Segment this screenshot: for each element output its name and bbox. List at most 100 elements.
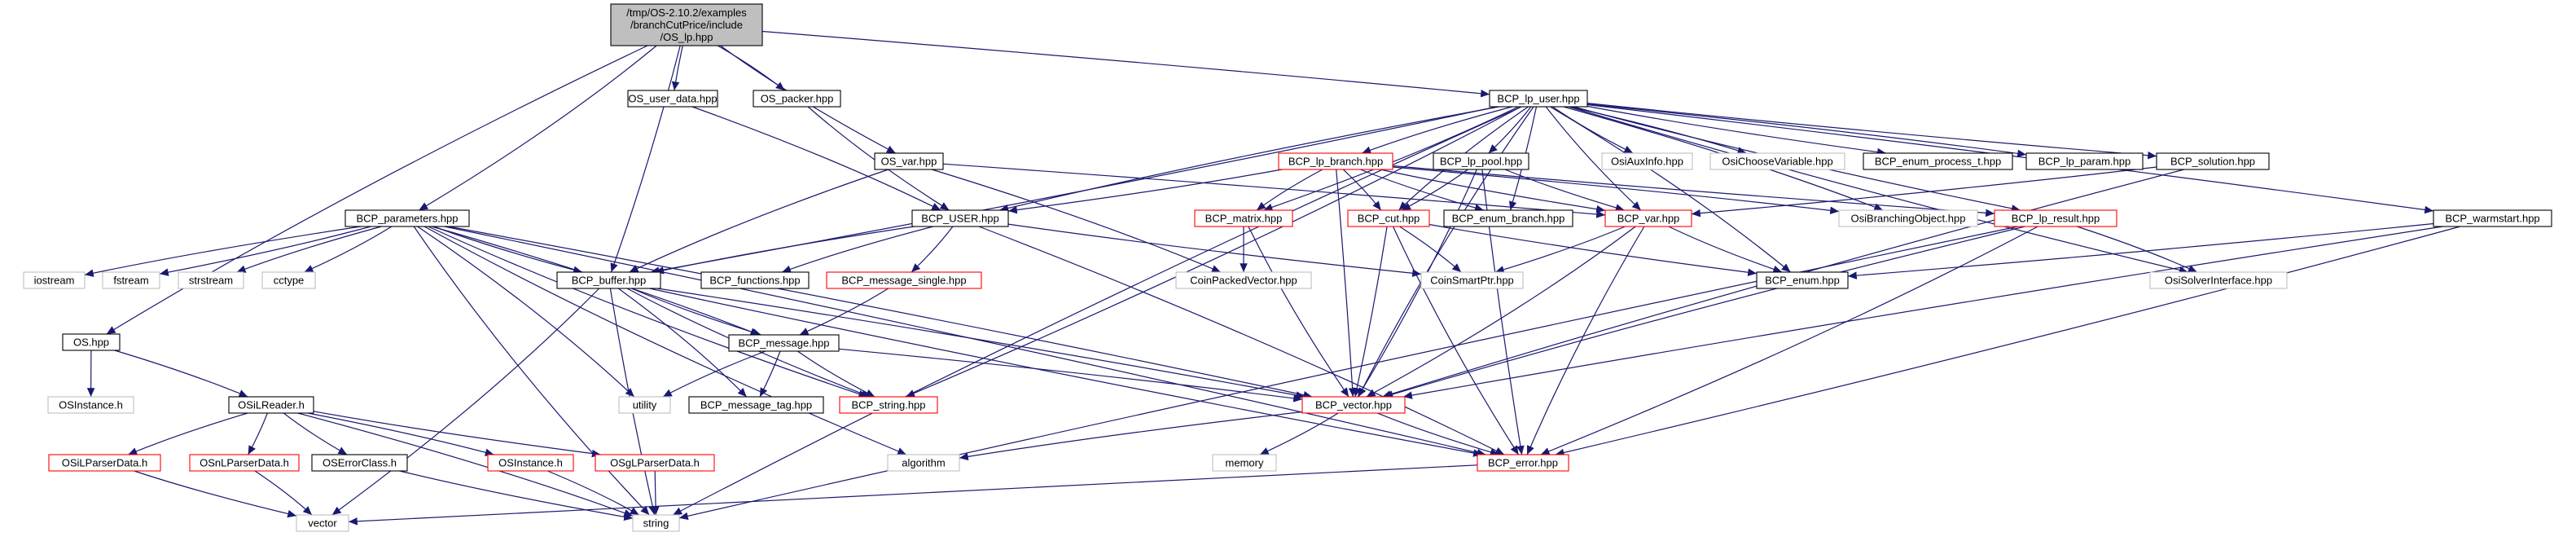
- node-label: BCP_lp_result.hpp: [2012, 213, 2100, 225]
- node-cctype[interactable]: cctype: [261, 271, 316, 289]
- node-box: [1604, 209, 1692, 227]
- node-root[interactable]: /tmp/OS-2.10.2/examples/branchCutPrice/i…: [610, 3, 763, 46]
- node-osnlparserdata[interactable]: OSnLParserData.h: [189, 454, 300, 472]
- node-bcp_lp_result[interactable]: BCP_lp_result.hpp: [1994, 209, 2117, 227]
- edge-bcp_lp_user-to-bcp_lp_param: [1586, 103, 2027, 158]
- node-osisolverinterface[interactable]: OsiSolverInterface.hpp: [2149, 271, 2288, 289]
- node-bcp_buffer[interactable]: BCP_buffer.hpp: [556, 271, 661, 289]
- node-vector[interactable]: vector: [296, 514, 349, 532]
- node-box: [1838, 209, 1978, 227]
- node-bcp_functions[interactable]: BCP_functions.hpp: [700, 271, 810, 289]
- node-label: OSiLParserData.h: [62, 457, 148, 469]
- node-strstream[interactable]: strstream: [178, 271, 244, 289]
- node-box: [595, 454, 715, 472]
- node-label: string: [643, 517, 669, 530]
- node-bcp_warmstart[interactable]: BCP_warmstart.hpp: [2433, 209, 2552, 227]
- edge-os_var-to-bcp_var: [942, 163, 1606, 218]
- node-bcp_message[interactable]: BCP_message.hpp: [728, 334, 840, 352]
- node-os_user_data[interactable]: OS_user_data.hpp: [627, 90, 718, 108]
- node-bcp_message_single[interactable]: BCP_message_single.hpp: [826, 271, 982, 289]
- node-label: OSInstance.h: [59, 399, 123, 411]
- node-oserrorclass[interactable]: OSErrorClass.h: [311, 454, 408, 472]
- node-osilparserdata[interactable]: OSiLParserData.h: [48, 454, 161, 472]
- node-string[interactable]: string: [632, 514, 680, 532]
- node-bcp_lp_user[interactable]: BCP_lp_user.hpp: [1489, 90, 1588, 108]
- node-os_hpp[interactable]: OS.hpp: [62, 333, 121, 351]
- node-fstream[interactable]: fstream: [102, 271, 160, 289]
- edge-bcp_lp_user-to-bcp_solution: [1586, 103, 2157, 160]
- node-bcp_error[interactable]: BCP_error.hpp: [1477, 454, 1569, 472]
- node-label: CoinSmartPtr.hpp: [1430, 275, 1514, 287]
- node-osglparserdata[interactable]: OSgLParserData.h: [595, 454, 715, 472]
- node-box: [1489, 90, 1588, 108]
- edge-bcp_lp_pool-to-bcp_cut: [1401, 169, 1468, 211]
- edge-bcp_vector-to-algorithm: [959, 411, 1303, 461]
- edge-bcp_buffer-to-bcp_message_tag: [617, 288, 748, 398]
- node-label: OS_packer.hpp: [761, 93, 834, 105]
- node-label: BCP_lp_pool.hpp: [1440, 156, 1522, 168]
- node-box: [1443, 209, 1573, 227]
- node-osilreader[interactable]: OSiLReader.h: [228, 396, 314, 414]
- edge-bcp_cut-to-bcp_error: [1392, 226, 1520, 455]
- node-bcp_user[interactable]: BCP_USER.hpp: [911, 209, 1009, 227]
- node-bcp_lp_branch[interactable]: BCP_lp_branch.hpp: [1278, 152, 1393, 170]
- node-label: OsiSolverInterface.hpp: [2165, 275, 2272, 287]
- node-label: OsiBranchingObject.hpp: [1851, 213, 1966, 225]
- node-label: OSErrorClass.h: [323, 457, 397, 469]
- node-box: [1756, 271, 1849, 289]
- edge-bcp_lp_user-to-bcp_matrix: [1263, 106, 1519, 211]
- node-box: [2433, 209, 2552, 227]
- node-box: [47, 396, 134, 414]
- node-bcp_vector[interactable]: BCP_vector.hpp: [1301, 396, 1406, 414]
- node-osibranchingobject[interactable]: OsiBranchingObject.hpp: [1838, 209, 1978, 227]
- node-bcp_string[interactable]: BCP_string.hpp: [839, 396, 938, 414]
- node-os_var[interactable]: OS_var.hpp: [874, 152, 944, 170]
- edge-bcp_parameters-to-bcp_string: [428, 226, 868, 398]
- node-bcp_message_tag[interactable]: BCP_message_tag.hpp: [688, 396, 824, 414]
- node-bcp_matrix[interactable]: BCP_matrix.hpp: [1194, 209, 1293, 227]
- edge-bcp_user-to-coinsmartptr: [1007, 223, 1422, 278]
- node-bcp_var[interactable]: BCP_var.hpp: [1604, 209, 1692, 227]
- node-box: [487, 454, 574, 472]
- edge-bcp_lp_user-to-bcp_enum_process_t: [1586, 105, 1886, 156]
- node-iostream[interactable]: iostream: [23, 271, 86, 289]
- node-bcp_lp_pool[interactable]: BCP_lp_pool.hpp: [1433, 152, 1529, 170]
- edge-os_var-to-coinpackedvector: [932, 169, 1222, 273]
- node-osinstance_red[interactable]: OSInstance.h: [487, 454, 574, 472]
- node-osinstance_hpp[interactable]: OSInstance.h: [47, 396, 134, 414]
- node-osichoosevariable[interactable]: OsiChooseVariable.hpp: [1709, 152, 1845, 170]
- node-bcp_enum[interactable]: BCP_enum.hpp: [1756, 271, 1849, 289]
- node-coinpackedvector[interactable]: CoinPackedVector.hpp: [1175, 271, 1312, 289]
- edge-osilparserdata-to-vector: [134, 470, 297, 518]
- edge-osilreader-to-osglparserdata: [313, 411, 601, 458]
- node-bcp_cut[interactable]: BCP_cut.hpp: [1347, 209, 1430, 227]
- node-label: BCP_enum.hpp: [1765, 275, 1840, 287]
- node-bcp_parameters[interactable]: BCP_parameters.hpp: [344, 209, 470, 227]
- edge-osilreader-to-osinstance_red: [307, 412, 494, 456]
- node-utility[interactable]: utility: [618, 396, 671, 414]
- node-box: [2156, 152, 2270, 170]
- node-osiauxinfo[interactable]: OsiAuxInfo.hpp: [1601, 152, 1693, 170]
- node-box: [311, 454, 408, 472]
- node-box: [618, 396, 671, 414]
- node-label: BCP_lp_branch.hpp: [1288, 156, 1383, 168]
- node-memory[interactable]: memory: [1212, 454, 1277, 472]
- edge-bcp_lp_branch-to-bcp_lp_result: [1392, 165, 1995, 218]
- node-label: BCP_string.hpp: [851, 399, 925, 411]
- node-label: BCP_enum_branch.hpp: [1452, 213, 1565, 225]
- node-bcp_lp_param[interactable]: BCP_lp_param.hpp: [2025, 152, 2144, 170]
- node-os_packer[interactable]: OS_packer.hpp: [753, 90, 841, 108]
- node-box: [1301, 396, 1406, 414]
- node-bcp_enum_process_t[interactable]: BCP_enum_process_t.hpp: [1863, 152, 2013, 170]
- node-label: fstream: [113, 275, 148, 287]
- node-label: BCP_buffer.hpp: [572, 275, 647, 287]
- node-label: OsiChooseVariable.hpp: [1722, 156, 1832, 168]
- node-bcp_solution[interactable]: BCP_solution.hpp: [2156, 152, 2270, 170]
- edge-bcp_user-to-bcp_error: [978, 226, 1505, 455]
- node-coinsmartptr[interactable]: CoinSmartPtr.hpp: [1420, 271, 1524, 289]
- node-box: [632, 514, 680, 532]
- node-algorithm[interactable]: algorithm: [887, 454, 960, 472]
- node-bcp_enum_branch[interactable]: BCP_enum_branch.hpp: [1443, 209, 1573, 227]
- node-label: CoinPackedVector.hpp: [1190, 275, 1297, 287]
